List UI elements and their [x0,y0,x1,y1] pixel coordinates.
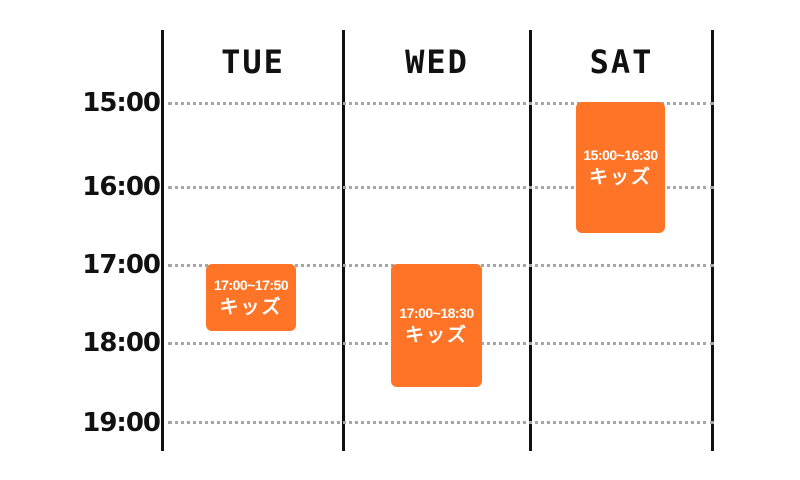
day-header-wed: WED [405,43,469,81]
event-time: 17:00~18:30 [399,304,474,321]
day-header-tue: TUE [221,43,285,81]
event-block-sat[interactable]: 15:00~16:30 キッズ [576,102,665,233]
column-divider [342,30,345,451]
time-label: 17:00 [82,250,161,280]
event-name: キッズ [404,323,468,346]
time-label: 19:00 [82,408,161,438]
hour-gridline [168,102,714,105]
day-header-sat: SAT [589,43,654,81]
event-time: 17:00~17:50 [213,276,289,293]
time-label: 15:00 [82,88,161,118]
hour-gridline [168,421,714,424]
column-divider [711,30,714,451]
event-name: キッズ [588,165,652,188]
time-label: 16:00 [82,172,161,202]
event-block-wed[interactable]: 17:00~18:30 キッズ [391,264,482,387]
event-name: キッズ [219,295,283,318]
column-divider [161,30,164,451]
time-label: 18:00 [82,328,161,358]
event-block-tue[interactable]: 17:00~17:50 キッズ [206,264,296,331]
column-divider [529,30,532,451]
event-time: 15:00~16:30 [583,146,658,163]
hour-gridline [168,186,714,189]
